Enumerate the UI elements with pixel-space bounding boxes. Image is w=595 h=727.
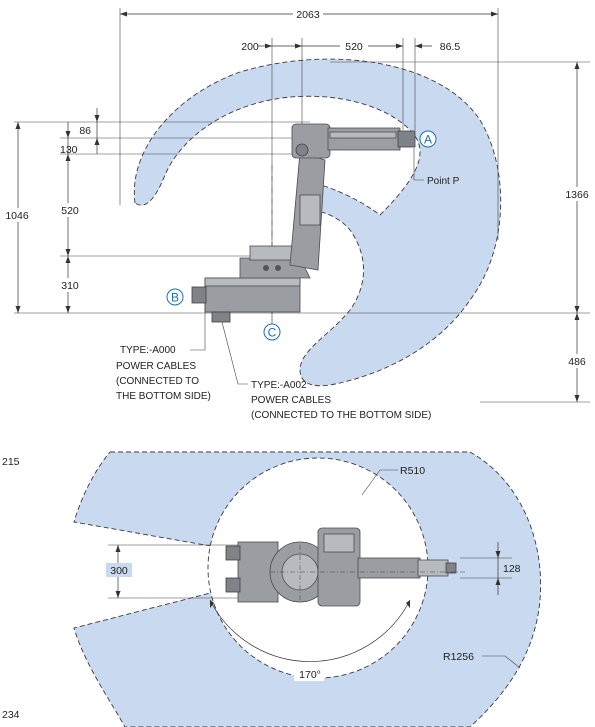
note-a002-line-2: POWER CABLES [251,395,331,406]
robot-elbow-joint [295,143,309,157]
arrowhead [265,43,272,49]
arrowhead [15,122,21,129]
arrowhead [94,138,100,145]
dim-486: 486 [568,356,586,368]
arrowhead [574,62,580,69]
dim-r510: R510 [400,465,425,477]
note-a000: TYPE:-A000 POWER CABLES (CONNECTED TO TH… [116,345,211,402]
dim-86: 86 [79,125,91,137]
marker-c: C [263,323,281,341]
point-p-label: Point P [427,176,460,187]
marker-b: B [166,288,184,306]
point-p-leader [413,148,424,181]
note-a000-line-4: THE BOTTOM SIDE) [116,391,211,402]
side-work-envelope [133,58,502,387]
dim-200: 200 [241,41,259,53]
robot-top-wrist [445,562,457,574]
arrowhead [295,43,302,49]
robot-top-shoulder-cover [323,533,355,553]
marker-a-circle [419,130,437,148]
arrowhead [115,545,121,552]
robot-base-top [204,277,301,287]
arrowhead [65,249,71,256]
arrowhead [65,306,71,313]
marker-b-letter: B [171,291,179,305]
arrowhead [94,115,100,122]
connector-b [191,286,207,304]
dim-234: 234 [2,709,20,721]
arrowhead [495,551,501,558]
dim-1046: 1046 [5,210,29,222]
dim-215: 215 [2,456,20,468]
marker-a: A [419,130,437,148]
robot-lower-arm-cover [299,194,321,226]
connector-bottom [211,311,231,323]
note-a002-line-1: TYPE:-A002 [251,380,307,391]
label-bg [562,187,592,201]
arrowhead [15,306,21,313]
arrowhead [65,154,71,161]
arrowhead [115,591,121,598]
connector-top-2 [225,577,241,593]
angle-arc-170 [209,599,411,662]
arrowhead [210,600,214,608]
dim-angle-170: 170° [299,669,321,681]
robot-wrist [397,130,416,148]
bolt [275,265,281,271]
note-a002: TYPE:-A002 POWER CABLES (CONNECTED TO TH… [251,380,431,421]
dim-300: 300 [110,565,128,577]
dim-520-arm: 520 [345,41,363,53]
dim-86-5: 86.5 [440,41,461,53]
label-bg [293,7,323,21]
connector-top-1 [225,545,241,561]
dim-1366: 1366 [565,189,589,201]
note-a002-line-3: (CONNECTED TO THE BOTTOM SIDE) [251,410,431,421]
label-bg [340,39,368,53]
top-view: 215 234 R510 300 128 170° R1256 [2,451,542,727]
arrowhead [574,306,580,313]
marker-a-letter: A [424,133,432,147]
arrowhead [65,131,71,138]
dim-2063: 2063 [296,9,320,21]
dim-310: 310 [61,280,79,292]
r510-leader [361,469,398,496]
arrowhead [574,395,580,402]
robot-top-arm [357,557,421,579]
marker-c-circle [263,323,281,341]
robot-side-illustration [191,123,416,323]
marker-c-letter: C [268,326,277,340]
bolt [263,265,269,271]
dim-520-vertical: 520 [61,205,79,217]
note-a000-line-2: POWER CABLES [116,361,196,372]
note-a000-line-1: TYPE:-A000 [120,345,176,356]
arrowhead [491,11,498,17]
label-bg [294,667,324,681]
arrowhead [406,600,410,608]
dim-128: 128 [503,563,521,575]
robot-upper-arm-rib [329,131,397,139]
arrowhead [574,313,580,320]
arrowhead [65,256,71,263]
robot-top-illustration [225,527,465,607]
robot-top-forearm [417,559,449,577]
arrowhead [120,11,127,17]
robot-upper-arm [327,127,401,151]
label-bg [2,208,32,222]
note-a002-leader [221,321,248,385]
arrowhead [495,578,501,585]
label-bg [58,278,82,292]
label-bg [106,563,132,577]
side-view: 2063 200 520 86.5 86 130 520 [2,7,592,421]
marker-b-circle [166,288,184,306]
label-bg [564,354,590,368]
dim-r1256: R1256 [443,651,474,663]
arrowhead [415,43,422,49]
note-a000-line-3: (CONNECTED TO [116,376,199,387]
note-a000-leader [190,303,206,351]
label-bg [58,203,82,217]
r1256-leader [482,655,521,669]
dim-130: 130 [60,144,78,156]
